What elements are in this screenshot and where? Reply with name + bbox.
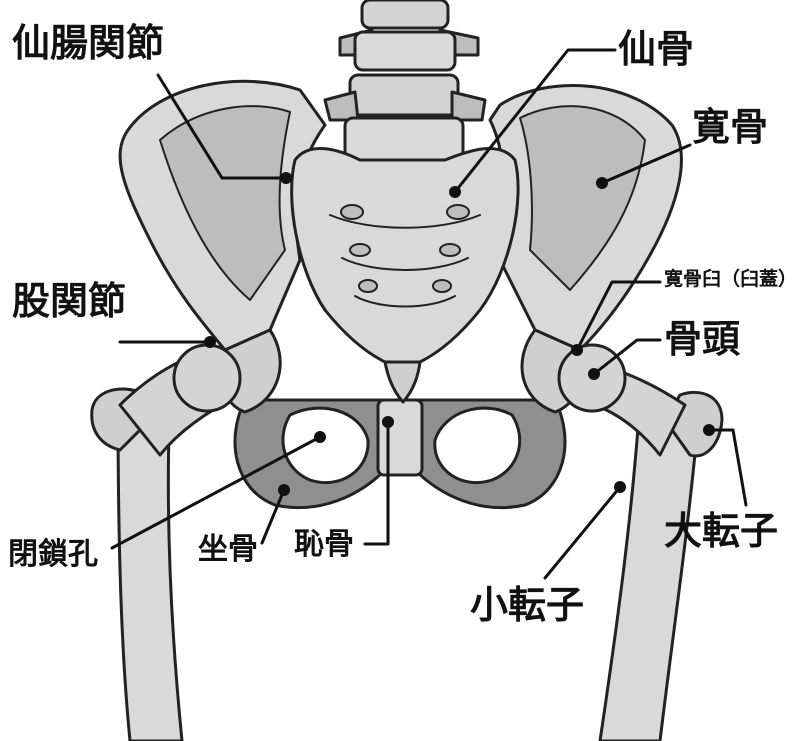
sacrum-ridge-2: [341, 257, 469, 271]
leader-greater-trochanter: [707, 428, 748, 507]
leader-sacrum: [453, 48, 617, 194]
lumbar-vertebra-3: [348, 73, 460, 117]
label-femoral-head: 骨頭: [664, 317, 741, 361]
lumbar-vertebra-4: [343, 116, 465, 162]
label-lesser-trochanter: 小転子: [470, 583, 585, 627]
leader-ilium: [600, 143, 692, 185]
lumbar-process-left-3: [323, 90, 360, 122]
leader-femoral-head: [592, 338, 662, 376]
leader-obturator-foramen: [110, 435, 322, 550]
sacrum-ridge-1: [329, 214, 481, 229]
label-acetabulum: 寛骨臼（臼蓋）: [664, 268, 798, 290]
dot-femoral-head: [588, 368, 600, 380]
label-ischium: 坐骨: [198, 532, 258, 567]
left-femoral-head: [172, 343, 242, 413]
lumbar-vertebra-2: [353, 30, 457, 72]
label-ilium: 寛骨: [692, 105, 769, 149]
right-obturator-foramen: [433, 406, 522, 485]
leader-ischium: [260, 488, 286, 545]
coccyx: [383, 360, 422, 404]
label-pubis: 恥骨: [294, 527, 354, 562]
left-obturator-foramen: [281, 406, 370, 485]
dot-hip-joint: [204, 336, 216, 348]
sacral-foramen-l3: [358, 279, 378, 293]
dot-sacroiliac-joint: [280, 172, 292, 184]
label-sacroiliac-joint: 仙腸関節: [12, 21, 165, 65]
dot-sacrum: [449, 186, 461, 198]
dot-acetabulum: [571, 344, 583, 356]
sacral-foramen-r3: [432, 279, 452, 293]
sacral-foramen-r2: [439, 243, 461, 257]
lumbar-process-right-3: [450, 90, 487, 122]
dot-obturator-foramen: [314, 431, 326, 443]
dot-greater-trochanter: [703, 424, 715, 436]
right-ilium-fossa: [519, 105, 646, 291]
leader-acetabulum: [575, 280, 662, 352]
dot-lesser-trochanter: [614, 481, 626, 493]
leader-lesser-trochanter: [543, 485, 622, 580]
label-hip-joint: 股関節: [12, 279, 127, 323]
sacral-foramen-l2: [349, 243, 371, 257]
leader-pubis: [363, 420, 390, 546]
label-obturator-foramen: 閉鎖孔: [8, 537, 98, 572]
lumbar-vertebra-1: [360, 0, 450, 30]
right-femur-shaft: [598, 398, 702, 741]
leader-sacroiliac-joint: [156, 73, 288, 180]
sacral-foramen-l1: [340, 204, 364, 220]
label-greater-trochanter: 大転子: [664, 509, 779, 553]
dot-ilium: [596, 177, 608, 189]
sacrum: [290, 146, 520, 364]
sacrum-ridge-3: [354, 295, 456, 308]
dot-ischium: [278, 484, 290, 496]
pubic-symphysis: [376, 398, 424, 477]
left-femur-shaft: [116, 398, 184, 741]
sacral-foramen-r1: [446, 204, 470, 220]
left-ilium-fossa: [159, 105, 291, 301]
dot-pubis: [382, 416, 394, 428]
label-sacrum: 仙骨: [618, 27, 695, 71]
